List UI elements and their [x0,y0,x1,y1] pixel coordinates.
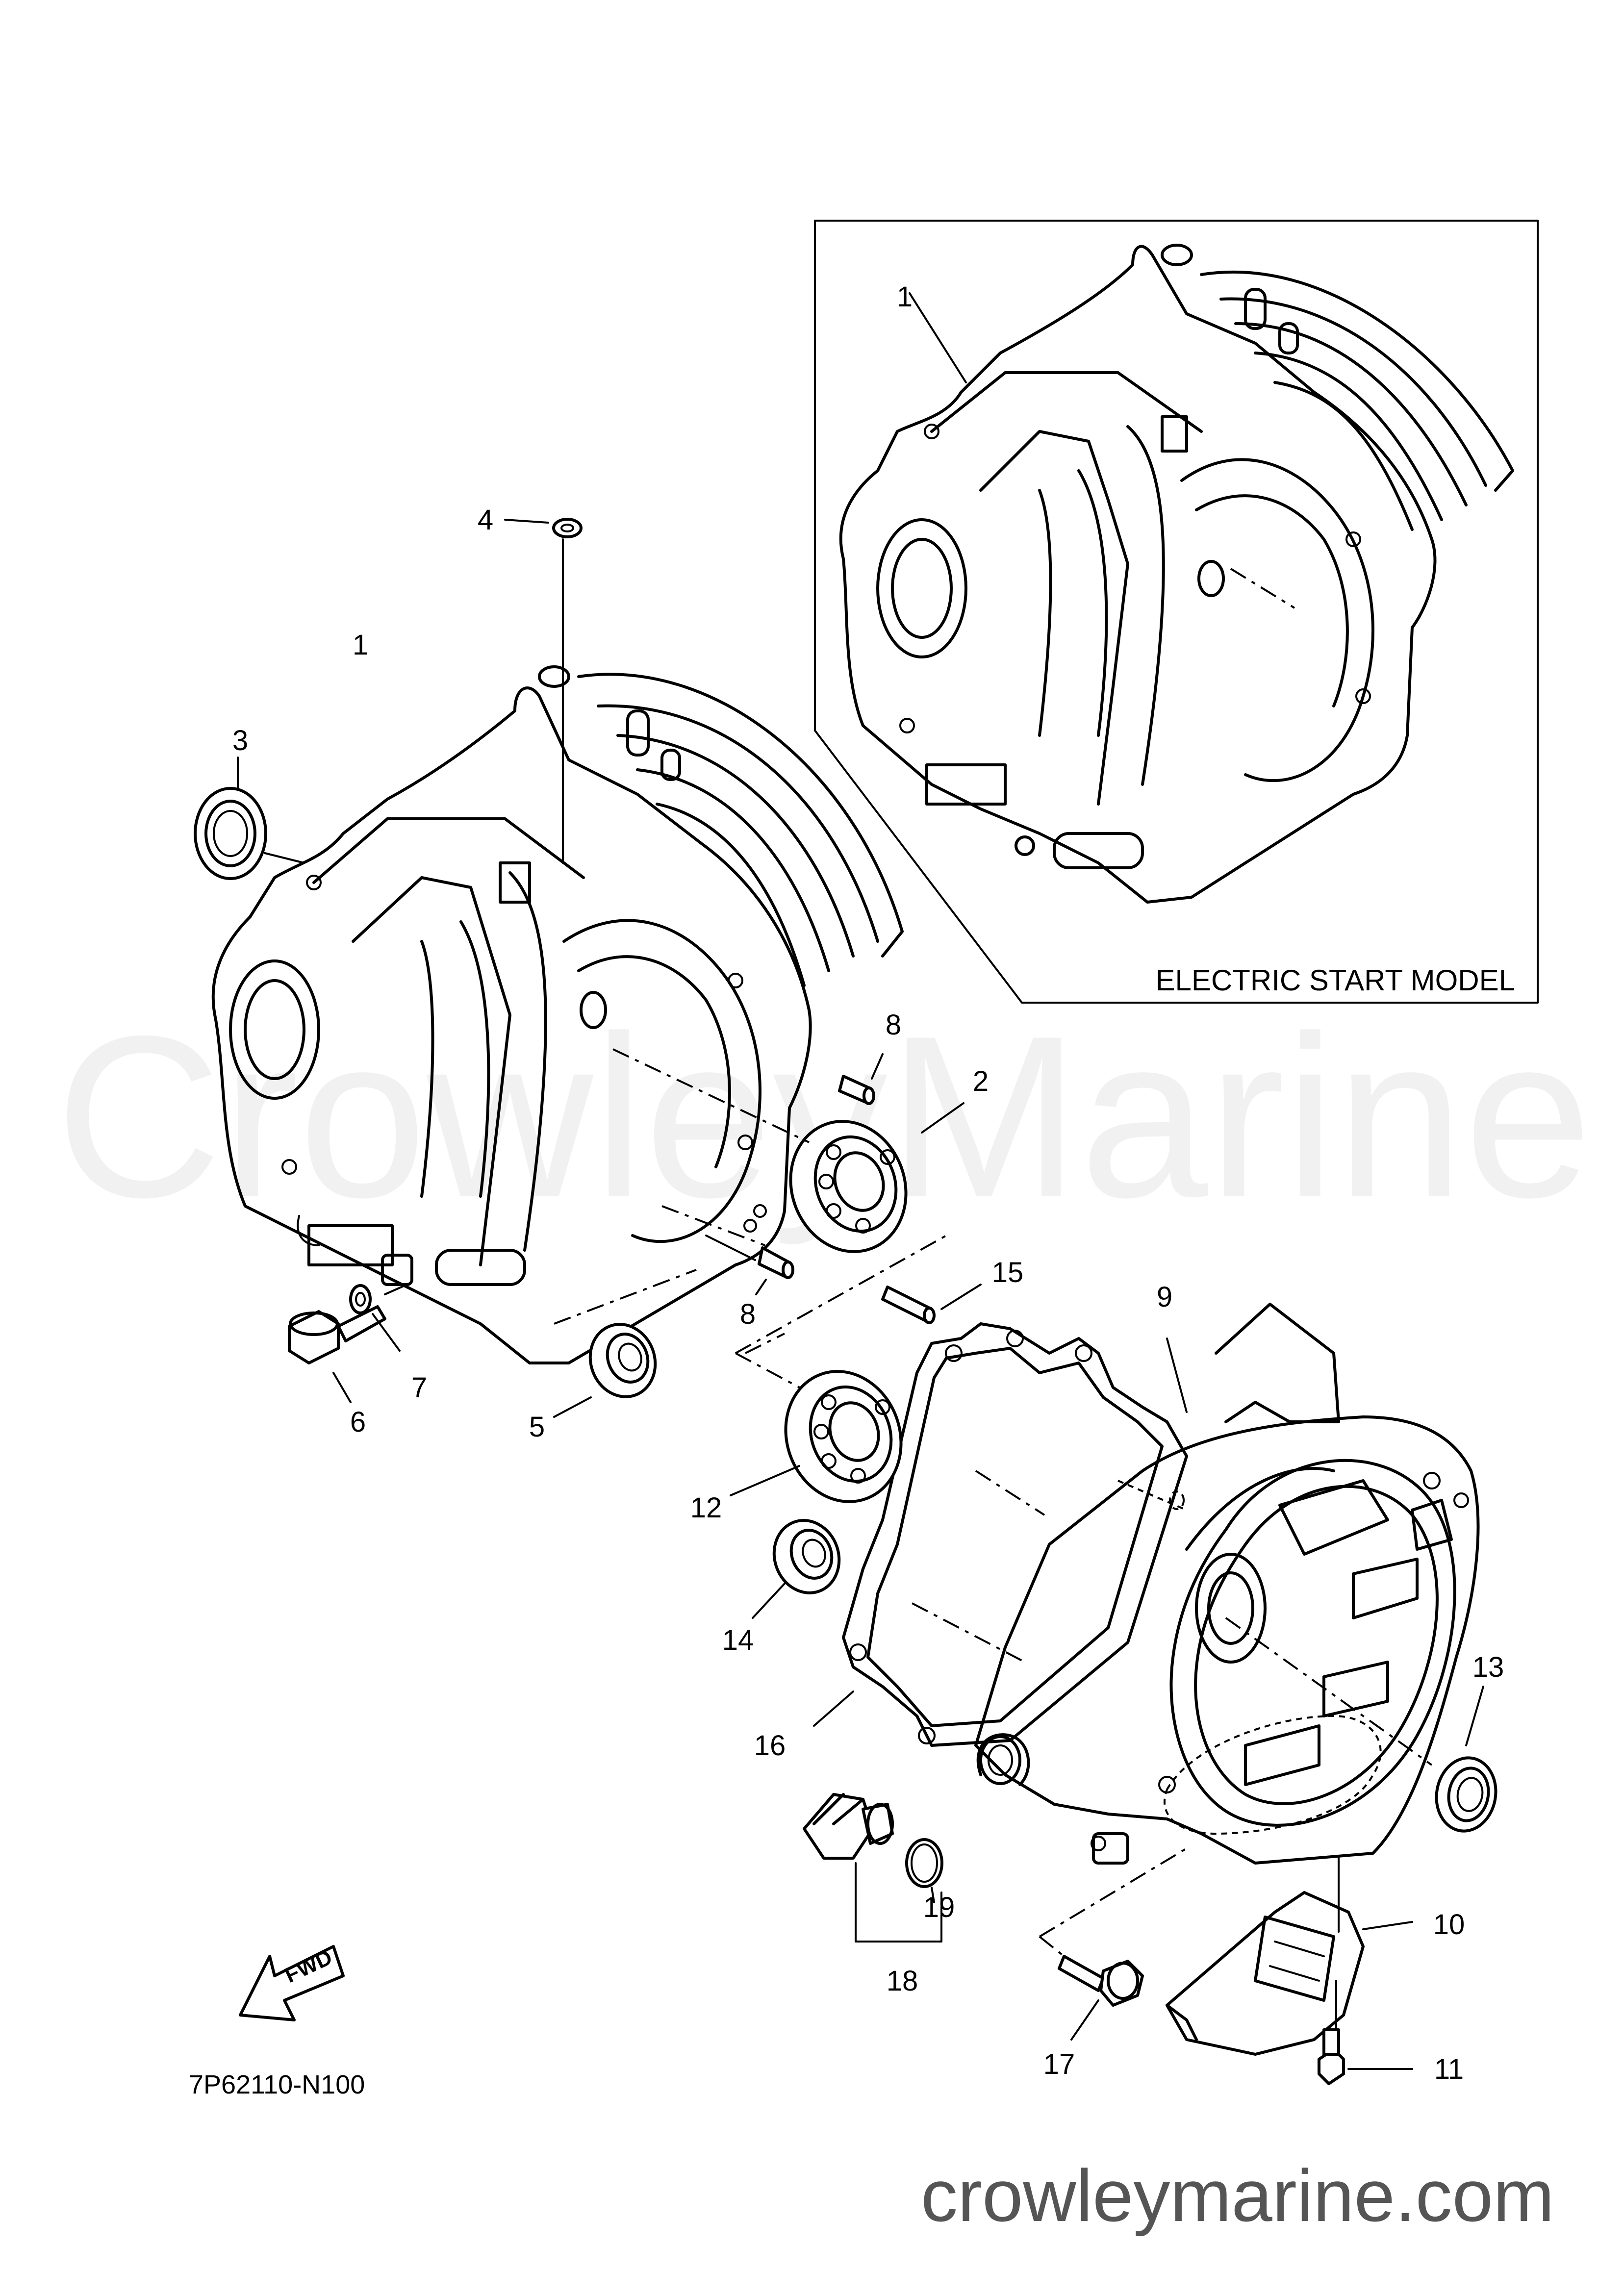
inset-label: ELECTRIC START MODEL [1156,964,1515,997]
part-19-o-ring [905,1838,943,1903]
callout-13: 13 [1472,1651,1504,1683]
callout-17: 17 [1043,2048,1075,2080]
leader-inset-1 [909,292,967,383]
callout-10: 10 [1433,1909,1465,1941]
part-8-dowel-pins [705,1053,884,1295]
website-url: crowleymarine.com [921,2154,1554,2237]
callout-5: 5 [529,1411,545,1443]
callout-8-upper: 8 [886,1009,901,1041]
callout-14: 14 [722,1624,754,1656]
part-10-plate [1166,1855,1413,2056]
part-3-oil-seal [194,757,305,880]
part-12-bearing [730,1370,903,1503]
part-5-bearing [553,1323,657,1418]
crankcase-main [211,665,904,1364]
part-13-oil-seal [1225,1617,1497,1833]
callout-15: 15 [992,1257,1024,1288]
callout-19: 19 [923,1892,955,1923]
centerline [735,1352,805,1391]
centerline [612,1048,810,1143]
callout-12: 12 [690,1492,722,1524]
part-9-crankcase-cover [974,1303,1480,1865]
part-7-washer [349,1284,408,1352]
callout-6: 6 [350,1406,366,1438]
part-code: 7P62110-N100 [189,2070,365,2099]
centerline [554,1269,697,1325]
callout-1: 1 [353,629,368,661]
part-4-washer [504,518,583,864]
part-16-gasket [813,1322,1188,1747]
part-6-bolt [288,1305,386,1403]
callout-2: 2 [973,1065,989,1097]
centerline [745,1333,785,1354]
part-18-drain-plug [803,1793,942,1943]
callout-8-lower: 8 [740,1298,756,1330]
centerline [735,1235,947,1354]
inset-crankcase [839,244,1514,904]
part-14-bearing [752,1519,841,1619]
callout-4: 4 [478,504,493,536]
part-15-pin [881,1284,982,1324]
part-17-bolt [1039,1847,1188,2041]
inset-box: ELECTRIC START MODEL [814,220,1539,1004]
callout-inset-1: 1 [897,281,913,313]
centerline [912,1602,1025,1663]
part-11-bolt [1318,1980,1413,2085]
callout-16: 16 [754,1730,786,1762]
fwd-arrow-icon: FWD [239,1945,345,2021]
callout-11: 11 [1434,2053,1464,2085]
centerline [975,1470,1045,1516]
callout-18: 18 [887,1965,918,1997]
callout-7: 7 [411,1372,427,1404]
callout-labels: 1 1 2 3 4 5 6 7 8 8 9 10 11 12 13 14 15 … [232,281,1504,2085]
callout-3: 3 [232,725,248,757]
callout-9: 9 [1157,1281,1172,1313]
part-2-bearing [789,1102,964,1253]
